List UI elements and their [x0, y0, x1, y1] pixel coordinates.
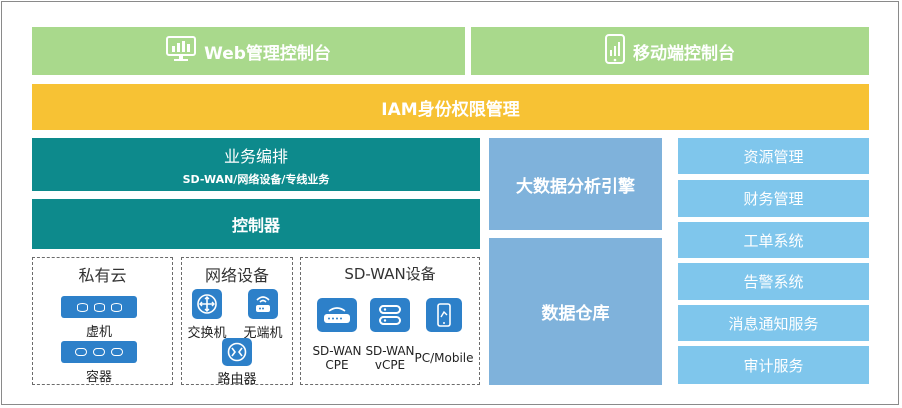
ap-label: 无端机: [243, 326, 283, 341]
orchestration-box: 业务编排 SD-WAN/网络设备/专线业务: [32, 138, 480, 191]
service-label: 工单系统: [743, 231, 804, 250]
service-label: 审计服务: [743, 356, 804, 375]
service-notification: 消息通知服务: [678, 305, 869, 341]
warehouse-box: 数据仓库: [489, 238, 662, 385]
container-icon: [61, 341, 137, 363]
mobile-console-box: 移动端控制台: [471, 27, 869, 75]
pc-mobile-label: PC/Mobile: [414, 351, 474, 365]
mobile-device-icon: [426, 298, 462, 332]
vm-label: 虚机: [85, 325, 112, 340]
switch-icon: [192, 289, 222, 319]
iam-label: IAM身份权限管理: [381, 99, 520, 120]
network-devices-title: 网络设备: [204, 266, 269, 285]
cpe-label: SD-WAN CPE: [312, 344, 362, 372]
mobile-console-label: 移动端控制台: [633, 43, 735, 64]
controller-box: 控制器: [32, 199, 480, 249]
switch-label: 交换机: [187, 326, 227, 341]
orchestration-title: 业务编排: [223, 146, 288, 166]
service-resource: 资源管理: [678, 138, 869, 174]
cpe-icon: [317, 298, 357, 332]
service-audit: 审计服务: [678, 346, 869, 384]
router-label: 路由器: [217, 372, 257, 387]
service-label: 告警系统: [743, 273, 804, 291]
monitor-chart-icon: [166, 35, 197, 67]
container-label: 容器: [85, 370, 112, 385]
service-finance: 财务管理: [678, 180, 869, 217]
service-label: 资源管理: [743, 147, 804, 166]
service-label: 财务管理: [743, 190, 804, 208]
network-devices-group: 网络设备 交换机 无端机 路由器: [181, 257, 293, 387]
mobile-chart-icon: [605, 33, 625, 69]
warehouse-label: 数据仓库: [541, 304, 610, 324]
private-cloud-title: 私有云: [78, 266, 127, 285]
bigdata-label: 大数据分析引擎: [516, 176, 635, 197]
web-console-box: Web管理控制台: [32, 27, 465, 75]
ap-icon: [248, 289, 278, 319]
orchestration-subtitle: SD-WAN/网络设备/专线业务: [182, 172, 330, 186]
sdwan-devices-title: SD-WAN设备: [344, 265, 436, 283]
service-alert: 告警系统: [678, 263, 869, 300]
router-icon: [222, 338, 252, 366]
service-label: 消息通知服务: [728, 314, 819, 333]
bigdata-box: 大数据分析引擎: [489, 138, 662, 230]
iam-bar: IAM身份权限管理: [32, 84, 869, 130]
private-cloud-group: 私有云 虚机 容器: [32, 257, 173, 385]
vcpe-icon: [370, 298, 410, 332]
vm-icon: [61, 296, 137, 318]
sdwan-devices-group: SD-WAN设备 SD-WAN CPE SD-WAN vCPE PC/Mobil…: [300, 257, 480, 385]
service-ticket: 工单系统: [678, 222, 869, 258]
vcpe-label: SD-WAN vCPE: [365, 344, 415, 372]
web-console-label: Web管理控制台: [204, 43, 331, 64]
controller-label: 控制器: [231, 216, 280, 235]
